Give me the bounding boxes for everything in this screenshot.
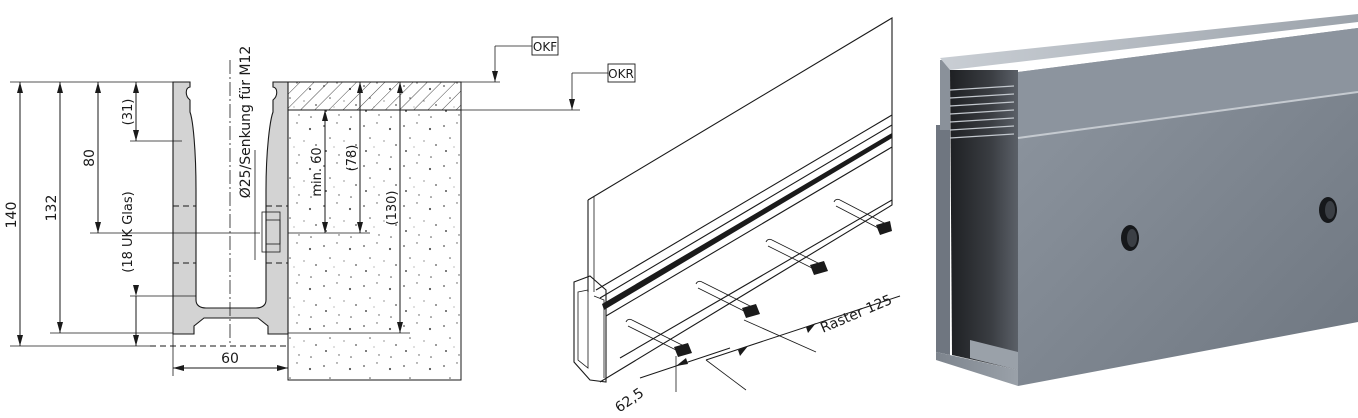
dim-132: 132: [44, 195, 60, 222]
anchor-bolt-icon: [765, 238, 828, 275]
dim-raster-125: Raster 125: [818, 292, 895, 337]
okf-label-box: [531, 36, 559, 56]
dim-140: 140: [4, 202, 20, 229]
anchor-bolt-icon: [833, 198, 892, 235]
anchor-bolt-icon: [695, 280, 760, 318]
cross-section-view: 140 132 80 (31) (18 UK Glas) 60 Ø25/Senk…: [4, 36, 636, 381]
profile-end-cap: [573, 275, 607, 383]
okr-label-box: [607, 63, 636, 83]
dim-31: (31): [121, 99, 136, 126]
dim-62-5: 62,5: [612, 385, 647, 416]
profile-section: [172, 81, 289, 335]
dim-min-60: min. 60: [310, 147, 325, 196]
dim-60: 60: [221, 351, 239, 367]
anchor-bolt-icon: [261, 211, 281, 253]
dim-78: (78): [345, 145, 360, 172]
anchor-bolt-icon: [1319, 197, 1337, 223]
bolt-countersink-label: Ø25/Senkung für M12: [238, 46, 254, 199]
dim-80: 80: [82, 149, 98, 167]
screed-layer: [287, 81, 462, 111]
okf-label: OKF: [533, 40, 557, 54]
dim-18-uk-glas: (18 UK Glas): [121, 191, 136, 272]
anchor-bolt-icon: [1121, 225, 1139, 251]
okr-label: OKR: [608, 67, 634, 81]
dim-130: (130): [385, 191, 400, 226]
concrete-block: [287, 81, 462, 381]
glass-panel: [587, 17, 893, 383]
profile-render: [936, 14, 1358, 386]
anchor-bolt-icon: [625, 318, 692, 357]
